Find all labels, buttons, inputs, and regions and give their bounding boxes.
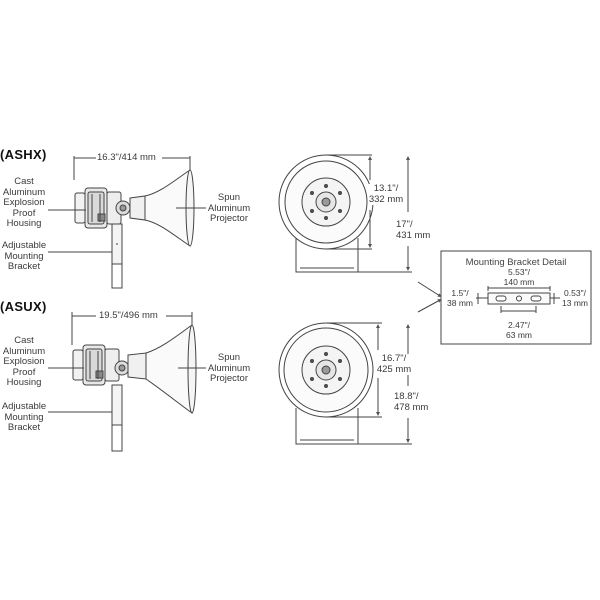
ashx-bracket-line: Adjustable — [1, 240, 47, 251]
ashx-housing-line: Aluminum — [2, 186, 46, 198]
bracket-width-line: 5.53"/ — [508, 267, 530, 277]
asux-diameter-label: 16.7"/ 425 mm — [374, 353, 414, 375]
bracket-right-line: 13 mm — [562, 297, 588, 308]
asux-length-dimension — [71, 312, 193, 345]
ashx-height-label: 17"/ 431 mm — [396, 219, 436, 241]
ashx-housing — [74, 187, 131, 229]
asux-bracket — [111, 384, 123, 452]
asux-bracket-line: Bracket — [7, 422, 41, 433]
ashx-housing-line: Explosion — [3, 197, 45, 208]
bracket-left-line: 38 mm — [447, 297, 473, 308]
bracket-right-line: 0.53"/ — [564, 288, 586, 298]
asux-projector-line: Aluminum — [207, 362, 251, 374]
asux-front-view — [278, 322, 412, 445]
asux-housing-line: Proof — [12, 366, 36, 378]
ashx-housing-label: Cast Aluminum Explosion Proof Housing — [0, 176, 48, 230]
asux-projector-label: Spun Aluminum Projector — [200, 352, 258, 385]
asux-side-view — [48, 312, 206, 452]
asux-projector — [127, 324, 197, 414]
ashx-side-view — [48, 156, 206, 289]
ashx-diameter-line: 332 mm — [368, 193, 404, 205]
ashx-projector-label: Spun Aluminum Projector — [200, 192, 258, 225]
asux-model-label: (ASUX) — [0, 299, 47, 314]
bracket-width-line: 140 mm — [503, 276, 535, 287]
asux-bracket-line: Adjustable — [1, 401, 47, 412]
asux-housing-label: Cast Aluminum Explosion Proof Housing — [0, 335, 48, 389]
asux-bracket-line: Mounting — [4, 411, 44, 423]
asux-bracket-label: Adjustable Mounting Bracket — [0, 401, 48, 434]
bracket-detail-box — [417, 250, 592, 345]
ashx-projector-line: Aluminum — [207, 202, 251, 214]
asux-height-line: 478 mm — [394, 401, 429, 413]
bracket-left-line: 1.5"/ — [451, 288, 469, 298]
bracket-right-label: 0.53"/ 13 mm — [559, 288, 591, 308]
asux-diameter-line: 16.7"/ — [381, 353, 407, 364]
ashx-length-label: 16.3"/414 mm — [97, 152, 156, 163]
ashx-leaders — [48, 207, 206, 253]
asux-housing-line: Housing — [6, 377, 42, 388]
ashx-projector-line: Projector — [209, 213, 248, 224]
asux-projector-line: Spun — [217, 352, 241, 363]
bracket-spacing-label: 2.47"/ 63 mm — [498, 320, 540, 340]
ashx-diameter-line: 13.1"/ — [373, 183, 399, 194]
ashx-model-label: (ASHX) — [0, 147, 47, 162]
asux-housing — [72, 344, 130, 386]
ashx-bracket-line: Mounting — [4, 250, 44, 262]
bracket-spacing-line: 2.47"/ — [508, 320, 530, 330]
bracket-width-label: 5.53"/ 140 mm — [496, 267, 542, 287]
asux-height-label: 18.8"/ 478 mm — [394, 391, 436, 413]
ashx-height-line: 17"/ — [396, 219, 413, 230]
asux-leaders — [48, 367, 206, 413]
ashx-bracket-label: Adjustable Mounting Bracket — [0, 240, 48, 273]
bracket-spacing-line: 63 mm — [506, 329, 532, 340]
asux-housing-line: Cast — [14, 335, 34, 346]
ashx-diameter-label: 13.1"/ 332 mm — [368, 183, 404, 205]
ashx-bracket-line: Bracket — [7, 261, 41, 272]
ashx-bracket — [111, 223, 123, 289]
asux-length-label: 19.5"/496 mm — [99, 310, 158, 321]
bracket-detail-title: Mounting Bracket Detail — [465, 257, 567, 268]
ashx-housing-line: Cast — [14, 176, 34, 187]
asux-height-line: 18.8"/ — [394, 391, 419, 402]
asux-housing-line: Explosion — [3, 356, 45, 367]
asux-housing-line: Aluminum — [2, 345, 46, 357]
asux-projector-line: Projector — [209, 373, 248, 384]
ashx-housing-line: Proof — [12, 207, 36, 219]
ashx-projector-line: Spun — [217, 192, 241, 203]
asux-diameter-line: 425 mm — [376, 363, 412, 375]
ashx-front-view — [278, 154, 412, 273]
bracket-left-label: 1.5"/ 38 mm — [443, 288, 477, 308]
ashx-housing-line: Housing — [6, 218, 42, 229]
ashx-height-line: 431 mm — [396, 229, 431, 241]
